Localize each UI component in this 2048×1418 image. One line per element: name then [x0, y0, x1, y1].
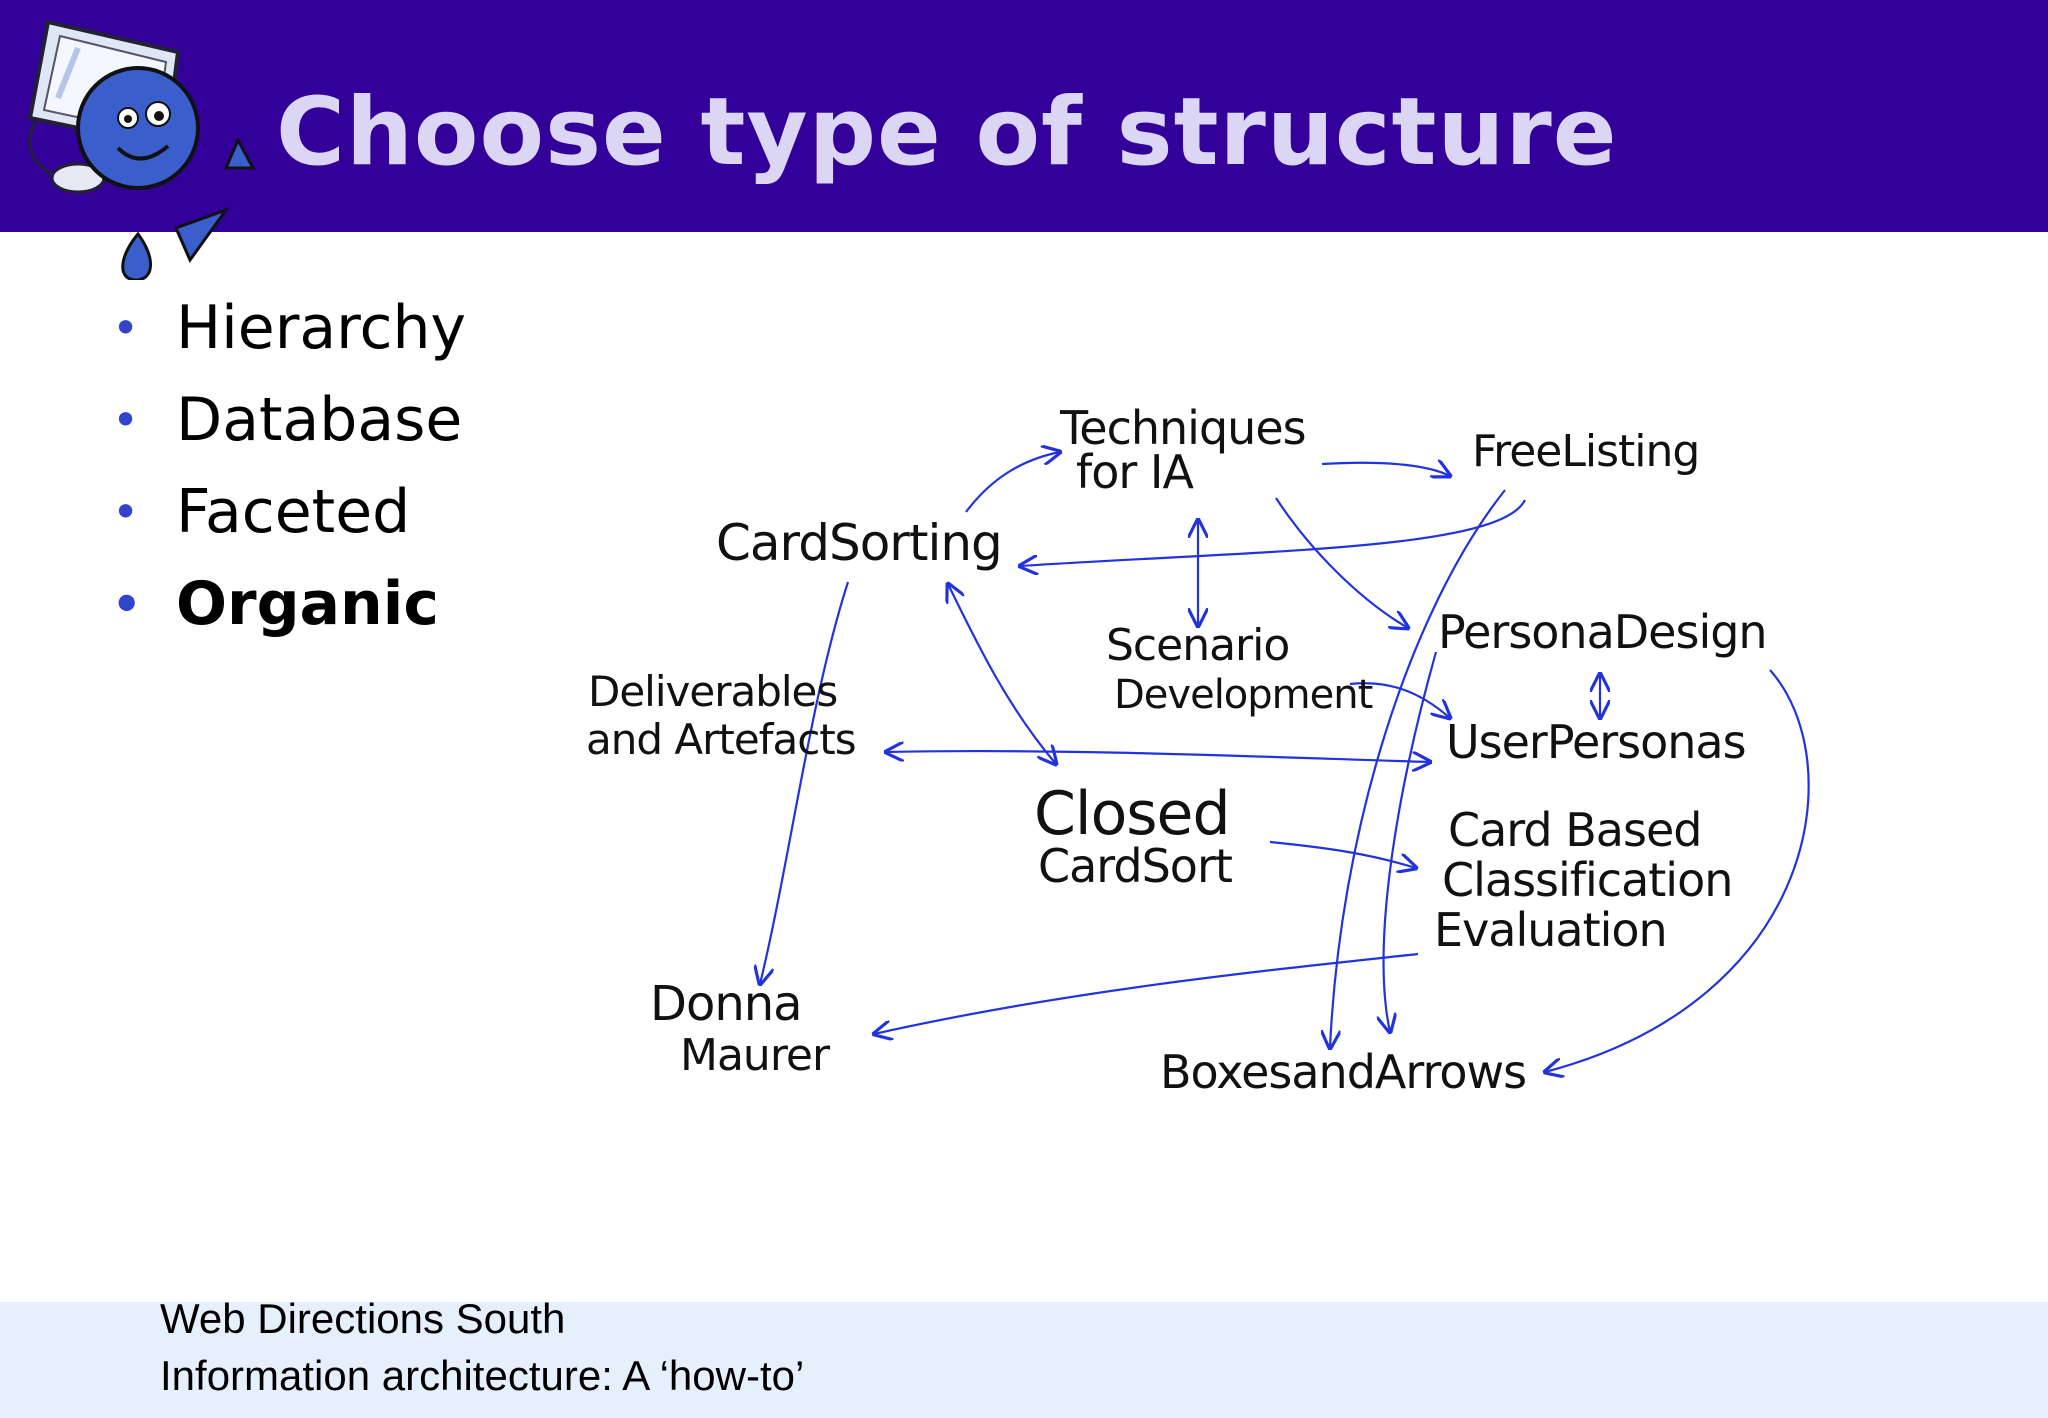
- bullet-label: Hierarchy: [176, 293, 467, 363]
- node-card-sorting: CardSorting: [716, 514, 1002, 572]
- node-free-listing: FreeListing: [1472, 426, 1699, 477]
- slide-title: Choose type of structure: [276, 78, 1618, 187]
- arrow-freelisting-cardsorting: [1020, 499, 1526, 566]
- organic-structure-diagram: Techniques for IA FreeListing CardSortin…: [586, 401, 1810, 1099]
- bullet-label: Database: [176, 385, 463, 455]
- bullet-item: • Organic: [108, 558, 466, 650]
- node-scenario-line2: Development: [1114, 672, 1373, 718]
- node-card-based-line3: Evaluation: [1434, 903, 1667, 957]
- arrow-cardsorting-techniques: [965, 452, 1060, 513]
- bullet-dot-icon: •: [112, 485, 140, 539]
- node-techniques-line1: Techniques: [1059, 401, 1306, 455]
- slide-header: [0, 0, 2048, 232]
- arrow-persona-boxes-curve: [1545, 669, 1810, 1072]
- arrow-evaluation-donna: [874, 952, 1419, 1034]
- footer-line-1: Web Directions South: [160, 1295, 566, 1342]
- node-scenario-line1: Scenario: [1106, 620, 1289, 671]
- node-closed-line2: CardSort: [1038, 839, 1232, 893]
- node-donna-line2: Maurer: [680, 1030, 831, 1081]
- node-techniques-line2: for IA: [1076, 445, 1194, 499]
- bullet-dot-icon: •: [112, 301, 140, 355]
- arrow-persona-boxes: [1384, 651, 1438, 1032]
- bullet-label: Faceted: [176, 477, 411, 547]
- arrow-cardsorting-donna: [760, 581, 850, 984]
- arrow-freelisting-boxes: [1330, 489, 1506, 1048]
- node-persona-design: PersonaDesign: [1438, 605, 1767, 659]
- node-card-based-line2: Classification: [1442, 853, 1732, 907]
- computer-mascot-icon: [27, 19, 256, 280]
- arrow-deliverables-userpersonas: [886, 751, 1430, 762]
- node-card-based-line1: Card Based: [1448, 803, 1701, 857]
- node-deliverables-line2: and Artefacts: [586, 715, 856, 764]
- node-deliverables-line1: Deliverables: [588, 667, 837, 716]
- footer-line-2: Information architecture: A ‘how-to’: [160, 1352, 805, 1399]
- bullet-label: Organic: [176, 569, 439, 639]
- arrow-scenario-userpersonas: [1349, 682, 1450, 718]
- node-donna-line1: Donna: [650, 976, 802, 1032]
- bullet-item: • Hierarchy: [108, 282, 466, 374]
- bullet-item: • Faceted: [108, 466, 466, 558]
- node-boxes-arrows: BoxesandArrows: [1160, 1045, 1526, 1099]
- bullet-item: • Database: [108, 374, 466, 466]
- node-user-personas: UserPersonas: [1446, 715, 1746, 769]
- arrow-cardsorting-closed: [948, 584, 1056, 764]
- arrow-techniques-freelisting: [1321, 463, 1450, 476]
- bullet-list: • Hierarchy • Database • Faceted • Organic: [108, 282, 466, 650]
- arrow-techniques-persona: [1275, 497, 1408, 628]
- footer-text: Web Directions South Information archite…: [160, 1290, 804, 1404]
- bullet-dot-icon: •: [112, 393, 140, 447]
- arrow-closed-cardbased: [1269, 840, 1416, 868]
- slide-footer: [0, 1302, 2048, 1418]
- bullet-dot-icon: •: [112, 577, 142, 631]
- node-closed-line1: Closed: [1034, 779, 1230, 849]
